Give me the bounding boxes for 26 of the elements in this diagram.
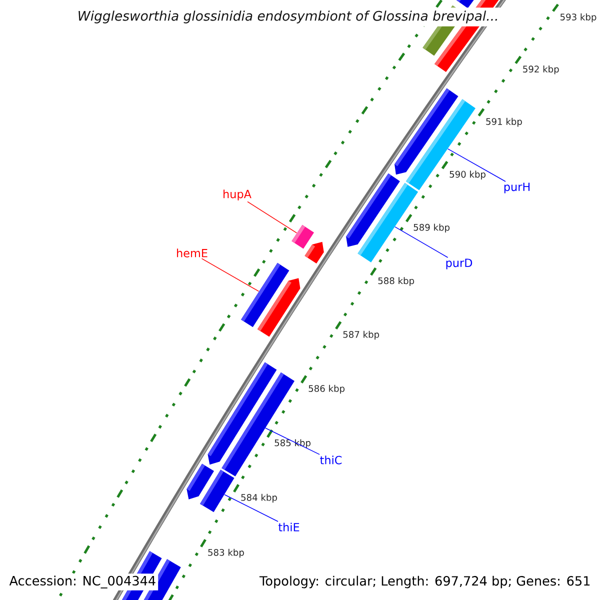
position-label: 585 kbp	[274, 439, 311, 448]
gene-label: hemE	[177, 248, 208, 258]
position-label: 587 kbp	[343, 330, 380, 340]
position-label: 583 kbp	[208, 548, 244, 558]
gene-label: thiE	[278, 522, 300, 532]
leader-line	[224, 494, 278, 522]
gene-feature	[222, 372, 294, 476]
leader-line	[394, 226, 448, 258]
position-label: 592 kbp	[523, 66, 559, 74]
position-label: 593 kbp	[560, 13, 596, 22]
gene-feature	[292, 224, 314, 249]
gene-feature	[200, 470, 234, 512]
gene-label: thiC	[320, 456, 342, 464]
leader-line	[247, 201, 298, 234]
leader-line	[447, 148, 506, 182]
gene-label: hupA	[224, 190, 252, 200]
title: Wigglesworthia glossinidia endosymbiont of Glossina brevipal...	[73, 8, 503, 26]
position-label: 584 kbp	[241, 494, 277, 503]
gene-label: purD	[446, 258, 472, 270]
position-label: 589 kbp	[414, 224, 450, 233]
leader-line	[265, 428, 320, 455]
leader-line	[201, 258, 260, 292]
accession-text: Accession: NC_004344	[7, 574, 158, 590]
gene-label: purH	[504, 182, 530, 194]
genome-info-text: Topology: circular; Length: 697,724 bp; Genes: 651	[258, 574, 593, 590]
position-label: 590 kbp	[450, 170, 486, 180]
